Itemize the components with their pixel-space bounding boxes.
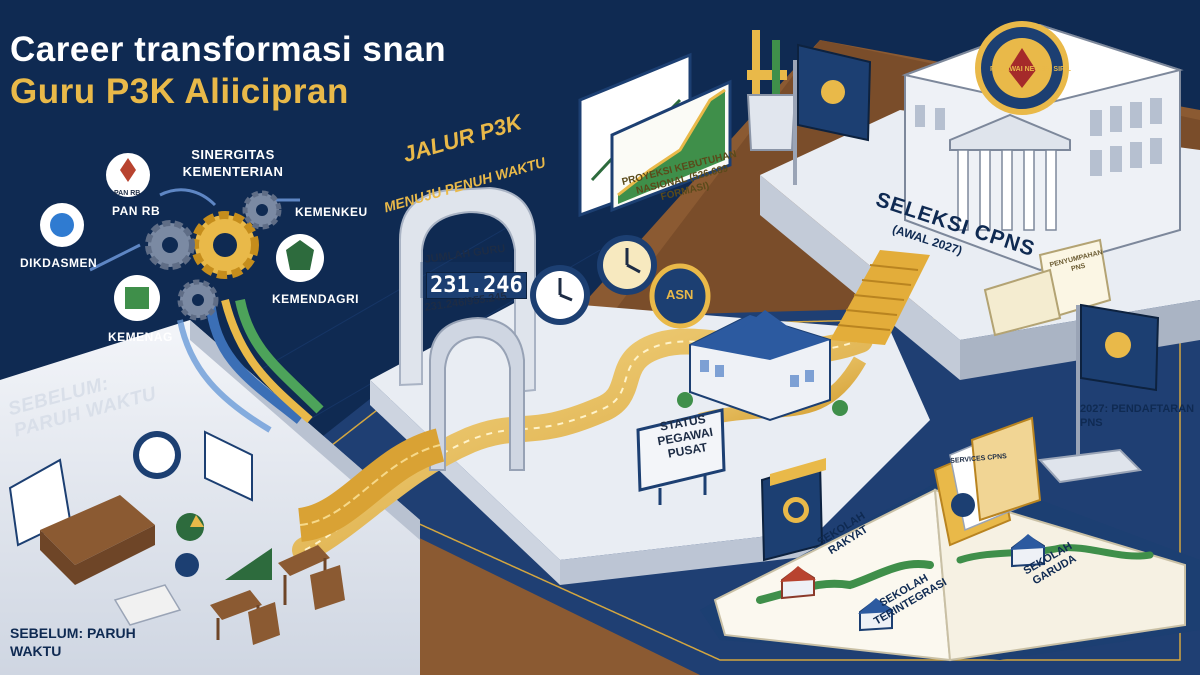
garuda-emblem-icon xyxy=(40,153,324,321)
golden-bridge xyxy=(297,428,445,542)
synergy-streams xyxy=(177,298,324,433)
school-building xyxy=(677,310,848,422)
ministry-kemenkeu: KEMENKEU xyxy=(295,205,368,219)
clock-icon xyxy=(530,235,657,325)
asn-badge-text: ASN xyxy=(666,287,694,302)
ministry-kemenag: KEMENAG xyxy=(108,330,173,344)
ministry-panrb: PAN RB xyxy=(112,204,161,218)
registration-label: 2027: PENDAFTARAN PNS xyxy=(1080,403,1195,429)
scroll-icon xyxy=(983,238,1112,337)
chart-board-icon xyxy=(578,52,732,218)
logo-text-panrb: PAN RB xyxy=(114,190,141,197)
before-label-corner: SEBELUM: PARUH WAKTU xyxy=(10,625,136,659)
house-icon xyxy=(780,534,1046,632)
flag-icon xyxy=(793,43,872,185)
building-seal-text: PEGAWAI NEGERI SIPIL xyxy=(990,66,1071,73)
ministry-kemendagri: KEMENDAGRI xyxy=(272,292,360,306)
gear-icon xyxy=(145,190,282,321)
asn-badge xyxy=(649,263,711,329)
government-building xyxy=(901,21,1184,272)
synergy-heading: SINERGITAS KEMENTERIAN xyxy=(182,147,284,179)
counter-value: 231.246 xyxy=(426,272,527,299)
folder-stack xyxy=(933,416,1042,547)
golden-stairs xyxy=(830,250,930,345)
folder-icon xyxy=(760,458,826,562)
status-sign xyxy=(636,408,726,505)
page-title: Career transformasi snan xyxy=(10,30,447,69)
before-classroom-items xyxy=(8,430,345,645)
ministry-dikdasmen: DIKDASMEN xyxy=(20,256,98,270)
page-subtitle: Guru P3K Aliicipran xyxy=(10,72,349,111)
synergy-arrows xyxy=(89,188,300,272)
flag-icon-right xyxy=(1037,303,1160,484)
pencil-cup-icon xyxy=(746,30,797,151)
